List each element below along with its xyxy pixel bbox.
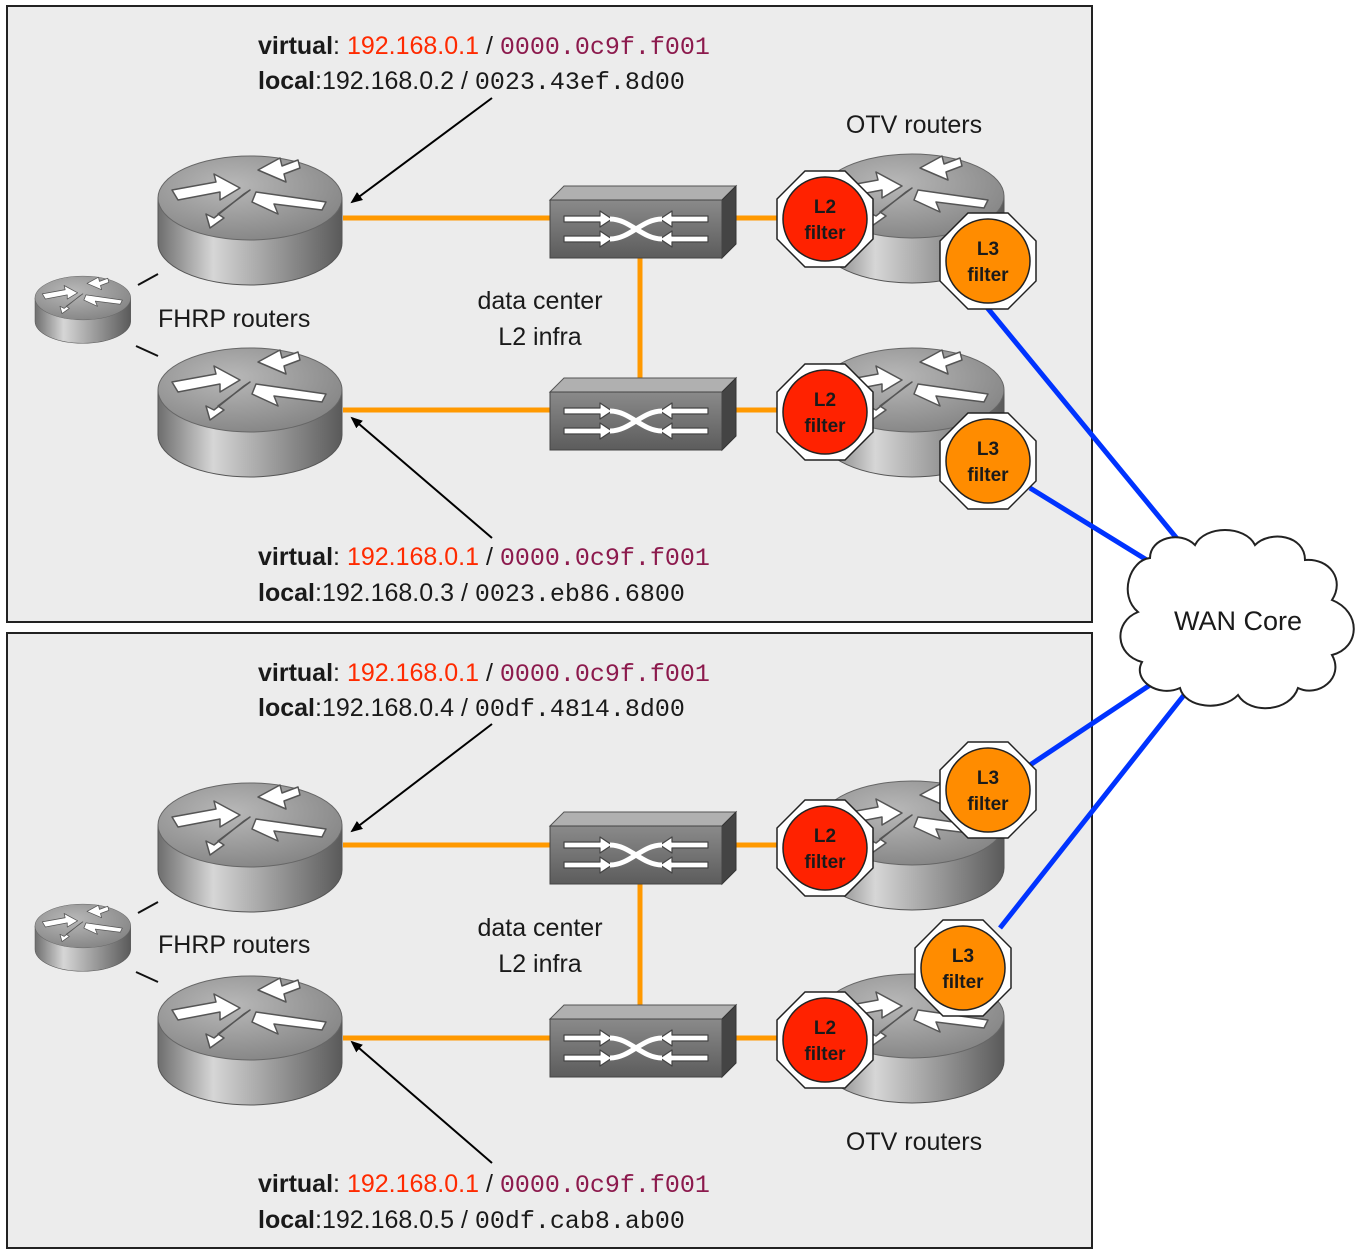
- l2-filter-stop-sign-icon: L2 filter: [776, 363, 874, 461]
- l2-filter-label-l2: L2: [814, 826, 836, 847]
- l2-filter-label-l2: L2: [814, 390, 836, 411]
- fhrp-router-icon: [157, 347, 343, 478]
- l3-filter-label-filter: filter: [967, 465, 1009, 486]
- switch-icon: [550, 378, 736, 450]
- dc-infra-label-line2: L2 infra: [498, 323, 581, 351]
- l2-filter-label-l2: L2: [814, 197, 836, 218]
- local-address-line: local:192.168.0.3 / 0023.eb86.6800: [258, 579, 685, 609]
- pointer-arrow: [350, 723, 493, 833]
- wan-link-4: [998, 688, 1190, 930]
- l3-filter-label-filter: filter: [967, 794, 1009, 815]
- dc-infra-label-line1: data center: [477, 914, 602, 942]
- host-link-line: [135, 345, 159, 357]
- pointer-arrow: [350, 416, 493, 539]
- host-link-line: [137, 273, 159, 286]
- l2-filter-label-l2: L2: [814, 1018, 836, 1039]
- host-router-icon: [34, 275, 132, 344]
- virtual-address-line: virtual: 192.168.0.1 / 0000.0c9f.f001: [258, 659, 710, 689]
- fhrp-routers-label: FHRP routers: [158, 305, 310, 333]
- l2-filter-label-filter: filter: [804, 1044, 846, 1065]
- wan-core-cloud-icon: WAN Core: [1119, 529, 1355, 710]
- l3-filter-label-filter: filter: [967, 265, 1009, 286]
- fhrp-router-icon: [157, 782, 343, 913]
- host-link-line: [135, 971, 159, 983]
- l3-filter-label-l3: L3: [977, 768, 999, 789]
- host-link-line: [137, 901, 159, 914]
- virtual-address-line: virtual: 192.168.0.1 / 0000.0c9f.f001: [258, 1170, 710, 1200]
- l2-filter-label-filter: filter: [804, 852, 846, 873]
- pointer-arrow: [350, 97, 493, 204]
- wan-link-2: [1028, 485, 1152, 565]
- virtual-address-line: virtual: 192.168.0.1 / 0000.0c9f.f001: [258, 543, 710, 573]
- wan-link-3: [1028, 682, 1152, 768]
- virtual-address-line: virtual: 192.168.0.1 / 0000.0c9f.f001: [258, 32, 710, 62]
- l3-filter-stop-sign-icon: L3 filter: [939, 412, 1037, 510]
- site-2-panel: [6, 632, 1093, 1249]
- l3-filter-stop-sign-icon: L3 filter: [939, 212, 1037, 310]
- local-address-line: local:192.168.0.5 / 00df.cab8.ab00: [258, 1206, 685, 1236]
- host-router-icon: [34, 903, 132, 972]
- wan-link-1: [983, 303, 1190, 554]
- fhrp-routers-label: FHRP routers: [158, 931, 310, 959]
- pointer-arrow: [350, 1040, 493, 1164]
- wan-links: [983, 303, 1190, 930]
- site-1-panel: [6, 5, 1093, 623]
- l2-filter-label-filter: filter: [804, 416, 846, 437]
- l2-filter-label-filter: filter: [804, 223, 846, 244]
- switch-icon: [550, 186, 736, 258]
- wan-core-label: WAN Core: [1174, 606, 1302, 636]
- local-address-line: local:192.168.0.2 / 0023.43ef.8d00: [258, 67, 685, 97]
- otv-routers-label: OTV routers: [846, 1128, 982, 1156]
- l2-filter-stop-sign-icon: L2 filter: [776, 170, 874, 268]
- l3-filter-label-l3: L3: [977, 439, 999, 460]
- l3-filter-label-l3: L3: [977, 239, 999, 260]
- fhrp-router-icon: [157, 155, 343, 286]
- switch-icon: [550, 812, 736, 884]
- local-address-line: local:192.168.0.4 / 00df.4814.8d00: [258, 694, 685, 724]
- switch-icon: [550, 1005, 736, 1077]
- l3-filter-label-filter: filter: [942, 972, 984, 993]
- dc-infra-label-line1: data center: [477, 287, 602, 315]
- l2-filter-stop-sign-icon: L2 filter: [776, 799, 874, 897]
- l3-filter-stop-sign-icon: L3 filter: [939, 741, 1037, 839]
- fhrp-router-icon: [157, 975, 343, 1106]
- dc-infra-label-line2: L2 infra: [498, 950, 581, 978]
- otv-routers-label: OTV routers: [846, 111, 982, 139]
- l2-filter-stop-sign-icon: L2 filter: [776, 991, 874, 1089]
- l3-filter-label-l3: L3: [952, 946, 974, 967]
- l3-filter-stop-sign-icon: L3 filter: [914, 919, 1012, 1017]
